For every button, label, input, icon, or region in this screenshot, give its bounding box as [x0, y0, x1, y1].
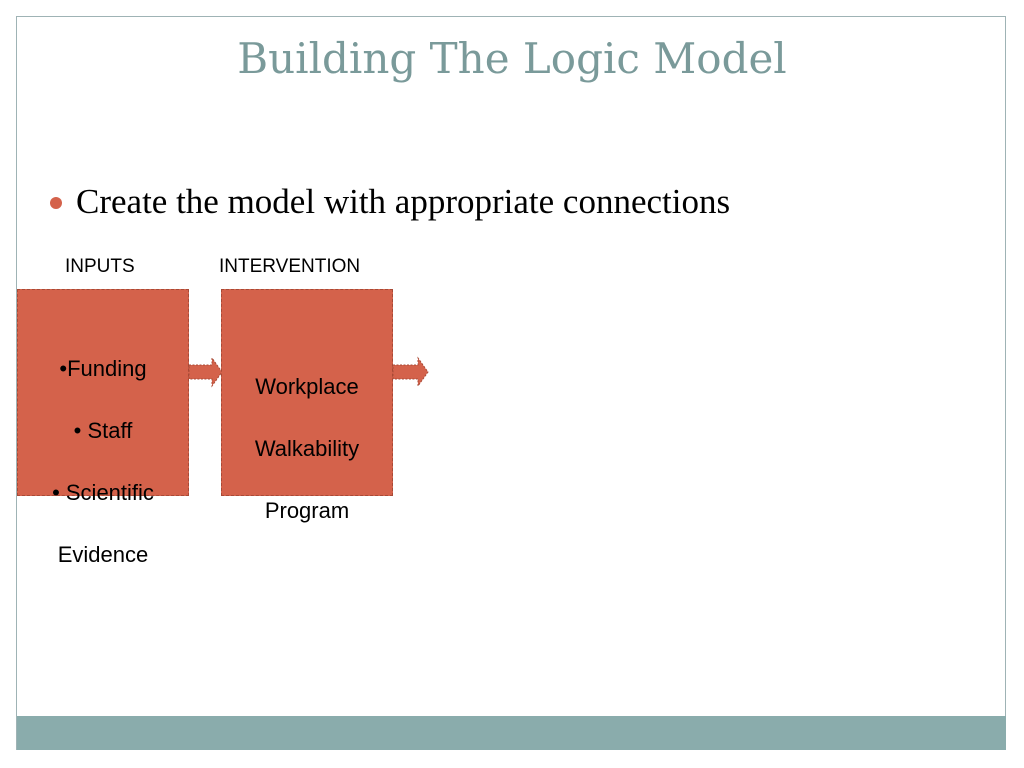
bullet-item: Create the model with appropriate connec…	[50, 180, 730, 224]
inputs-label: INPUTS	[65, 256, 135, 277]
bullet-text: Create the model with appropriate connec…	[76, 182, 731, 221]
slide-title: Building The Logic Model	[237, 34, 787, 83]
inputs-line-3: • Scientific	[52, 480, 154, 505]
inputs-line-2: • Staff	[73, 418, 133, 443]
bullet-dot-icon	[50, 197, 62, 209]
inputs-box: •Funding • Staff • Scientific Evidence	[17, 289, 189, 567]
intervention-label: INTERVENTION	[219, 256, 361, 277]
inputs-line-4: Evidence	[57, 542, 149, 567]
inputs-box-text: •Funding • Staff • Scientific Evidence	[52, 322, 154, 601]
inputs-line-1: •Funding	[59, 356, 147, 381]
footer-bar	[17, 716, 1006, 750]
intervention-line-2: Walkability	[254, 436, 360, 461]
intervention-line-3: Program	[264, 498, 350, 523]
intervention-line-1: Workplace	[255, 374, 359, 399]
intervention-box-text: Workplace Walkability Program	[255, 340, 359, 557]
arrow-right-icon	[392, 356, 429, 388]
intervention-box: Workplace Walkability Program	[221, 289, 393, 523]
arrow-right-icon	[188, 356, 223, 388]
